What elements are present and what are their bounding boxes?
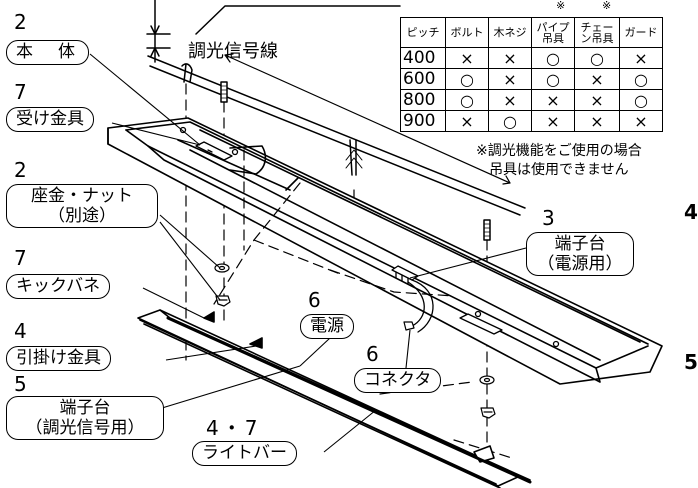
lightbar-label: ライトバー [192,441,297,466]
washer-nut-left [214,263,231,307]
table-cell: 800 [400,89,446,111]
table-header: 木ネジ [488,17,532,48]
receiving-bracket [179,126,560,348]
table-row: 400 × × ○ ○ × [400,47,663,69]
dimming-note-line1: ※調光機能をご使用の場合 [476,143,642,159]
washer-label-line2: （別途） [48,206,116,226]
table-cell: × [531,110,575,132]
washer-label-line1: 座金・ナット [31,186,133,206]
table-cell: ○ [531,68,575,90]
table-row: 800 ○ × × × ○ [400,89,663,111]
signal-terminal-label: 端子台 （調光信号用） [6,396,164,440]
pitch-spec-table: ピッチ ボルト 木ネジ パイプ吊具 チェーン吊具 ガード 400 × × ○ ○… [400,17,663,132]
side-step-number: 5 [684,350,698,374]
table-leader [195,5,401,35]
power-terminal-line1: 端子台 [554,234,606,254]
body-label: 本 体 [6,40,89,65]
bracket-label: 受け金具 [6,107,94,132]
leader-lines [89,53,527,453]
washer-number: 2 [14,158,27,182]
table-cell: × [488,47,532,69]
signal-terminal-line1: 端子台 [59,398,111,418]
table-header: ガード [619,17,663,48]
power-terminal-number: 3 [542,206,555,230]
table-cell: ○ [445,89,489,111]
table-cell: 600 [400,68,446,90]
table-cell: × [445,47,489,69]
body-number: 2 [14,10,27,34]
table-cell: × [531,89,575,111]
table-cell: × [574,68,620,90]
washer-nut-right [479,375,496,419]
signal-wire [147,55,526,361]
table-cell: × [488,68,532,90]
power-number: 6 [308,288,321,312]
power-terminal-line2: （電源用） [537,254,623,274]
bracket-number: 7 [14,80,27,104]
table-cell: ○ [574,47,620,69]
table-cell: × [445,110,489,132]
power-terminal-label: 端子台 （電源用） [526,232,634,276]
body-housing [107,117,663,385]
signal-terminal-number: 5 [14,372,27,396]
table-header: チェーン吊具 [574,17,620,48]
dimming-note: ※調光機能をご使用の場合 吊具は使用できません [476,142,642,180]
table-header: ボルト [445,17,489,48]
table-cell: × [488,89,532,111]
spring-label: キックバネ [6,274,111,299]
spring-number: 7 [14,246,27,270]
table-cell: ○ [619,89,663,111]
power-terminal-block [391,265,434,333]
table-cell: 400 [400,47,446,69]
table-row: 600 ○ × ○ × ○ [400,68,663,90]
table-header-row: ピッチ ボルト 木ネジ パイプ吊具 チェーン吊具 ガード [400,17,663,48]
hook-label: 引掛け金具 [6,346,111,371]
table-mark-2: ※ [602,0,612,12]
connector-number: 6 [366,342,379,366]
table-cell: 900 [400,110,446,132]
connector-label: コネクタ [354,368,442,393]
table-cell: × [574,89,620,111]
hook-number: 4 [14,319,27,343]
signal-wire-label: 調光信号線 [188,41,278,62]
table-cell: × [619,110,663,132]
table-header: パイプ吊具 [531,17,575,48]
signal-terminal-line2: （調光信号用） [25,418,145,438]
table-cell: × [619,47,663,69]
power-label: 電源 [300,314,354,339]
dimming-note-line2: 吊具は使用できません [489,162,629,178]
table-cell: ○ [531,47,575,69]
table-cell: ○ [488,110,532,132]
table-cell: ○ [619,68,663,90]
table-row: 900 × ○ × × × [400,110,663,132]
side-step-number: 4 [684,200,698,224]
washer-label: 座金・ナット （別途） [6,184,158,228]
table-mark-1: ※ [556,0,566,12]
lightbar-number: 4・7 [206,416,261,440]
pitch-dimension [224,53,511,185]
clearance-dimension [146,0,171,63]
table-header: ピッチ [400,17,446,48]
table-cell: × [574,110,620,132]
table-cell: ○ [445,68,489,90]
connector-part [403,321,415,331]
